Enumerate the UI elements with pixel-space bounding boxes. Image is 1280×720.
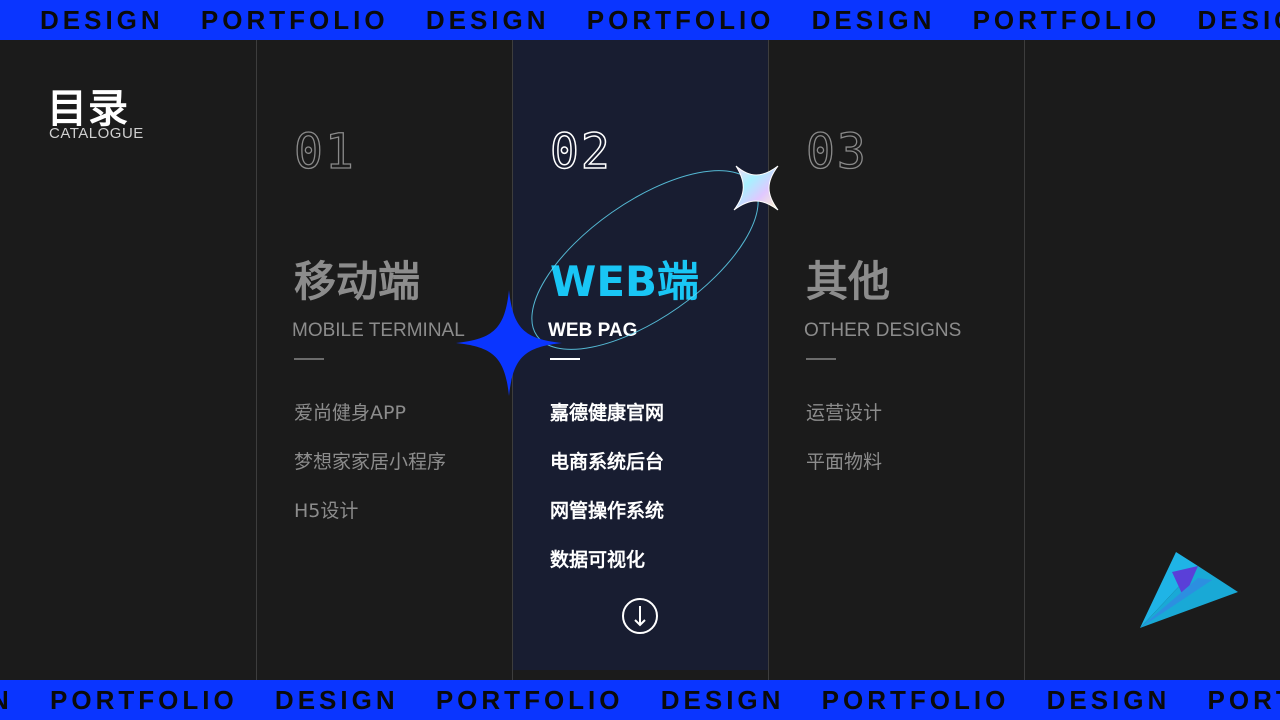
list-item[interactable]: 网管操作系统 [550,500,665,522]
top-banner-track: DESIGN PORTFOLIO DESIGN PORTFOLIO DESIGN… [40,0,1280,40]
top-banner: DESIGN PORTFOLIO DESIGN PORTFOLIO DESIGN… [0,0,1280,40]
list-item[interactable]: 梦想家家居小程序 [294,451,447,473]
banner-word: DESIGN [660,685,785,715]
active-column-background [513,40,768,670]
section-item-list: 嘉德健康官网 电商系统后台 网管操作系统 数据可视化 [550,398,664,594]
banner-word: PORTFOLIO [435,685,624,715]
section-number: 02 [549,123,612,181]
list-item[interactable]: H5设计 [294,500,359,522]
holographic-star-icon [733,165,779,211]
banner-word: PORTFOLIO [1207,685,1280,715]
section-divider [550,358,580,360]
banner-word: PORTFOLIO [586,5,775,35]
banner-word: PORTFOLIO [821,685,1010,715]
arrow-down-circle-icon [634,606,646,627]
banner-word: N [0,680,13,720]
banner-word: DESIGN [811,5,936,35]
banner-word: DESIGN [274,685,399,715]
banner-word: PORTFOLIO [200,5,389,35]
list-item[interactable]: 嘉德健康官网 [550,402,665,424]
bottom-banner: N PORTFOLIO DESIGN PORTFOLIO DESIGN PORT… [0,680,1280,720]
section-number: 03 [805,123,868,180]
section-other[interactable]: 03 其他 OTHER DESIGNS 运营设计 平面物料 [768,40,1024,680]
banner-word: DESIGN [425,5,550,35]
section-web[interactable]: 02 WEB端 WEB PAG 嘉德健康官网 电商系统后台 网管操作系统 数据可… [512,40,768,680]
four-point-star-icon [456,290,562,396]
banner-word: DESIGN [1197,5,1280,35]
catalogue-title: 目录 [47,86,129,132]
banner-word: DESIGN [40,5,164,35]
banner-word: PORTFOLIO [50,685,238,715]
list-item[interactable]: 平面物料 [806,451,883,473]
list-item[interactable]: 数据可视化 [550,549,646,571]
section-title: WEB端 [550,257,700,306]
column-divider [256,40,257,680]
bottom-banner-track: N PORTFOLIO DESIGN PORTFOLIO DESIGN PORT… [0,680,1280,720]
paper-plane-icon [1140,552,1238,628]
section-subtitle: MOBILE TERMINAL [292,320,465,341]
section-subtitle: OTHER DESIGNS [804,320,962,341]
section-subtitle: WEB PAG [548,320,638,341]
section-mobile[interactable]: 01 移动端 MOBILE TERMINAL 爱尚健身APP 梦想家家居小程序 … [256,40,512,680]
section-number: 01 [293,123,356,180]
list-item[interactable]: 爱尚健身APP [294,402,406,424]
section-divider [294,358,324,360]
section-title: 其他 [806,257,891,306]
banner-word: DESIGN [1046,685,1171,715]
section-item-list: 爱尚健身APP 梦想家家居小程序 H5设计 [294,398,446,545]
section-title: 移动端 [294,257,421,306]
banner-word: PORTFOLIO [972,5,1161,35]
catalogue-subtitle: CATALOGUE [49,125,144,142]
column-divider [768,40,769,680]
list-item[interactable]: 电商系统后台 [550,451,665,473]
scroll-down-button[interactable] [622,598,658,634]
list-item[interactable]: 运营设计 [806,402,883,424]
section-divider [806,358,836,360]
section-item-list: 运营设计 平面物料 [806,398,882,496]
column-divider [1024,40,1025,680]
